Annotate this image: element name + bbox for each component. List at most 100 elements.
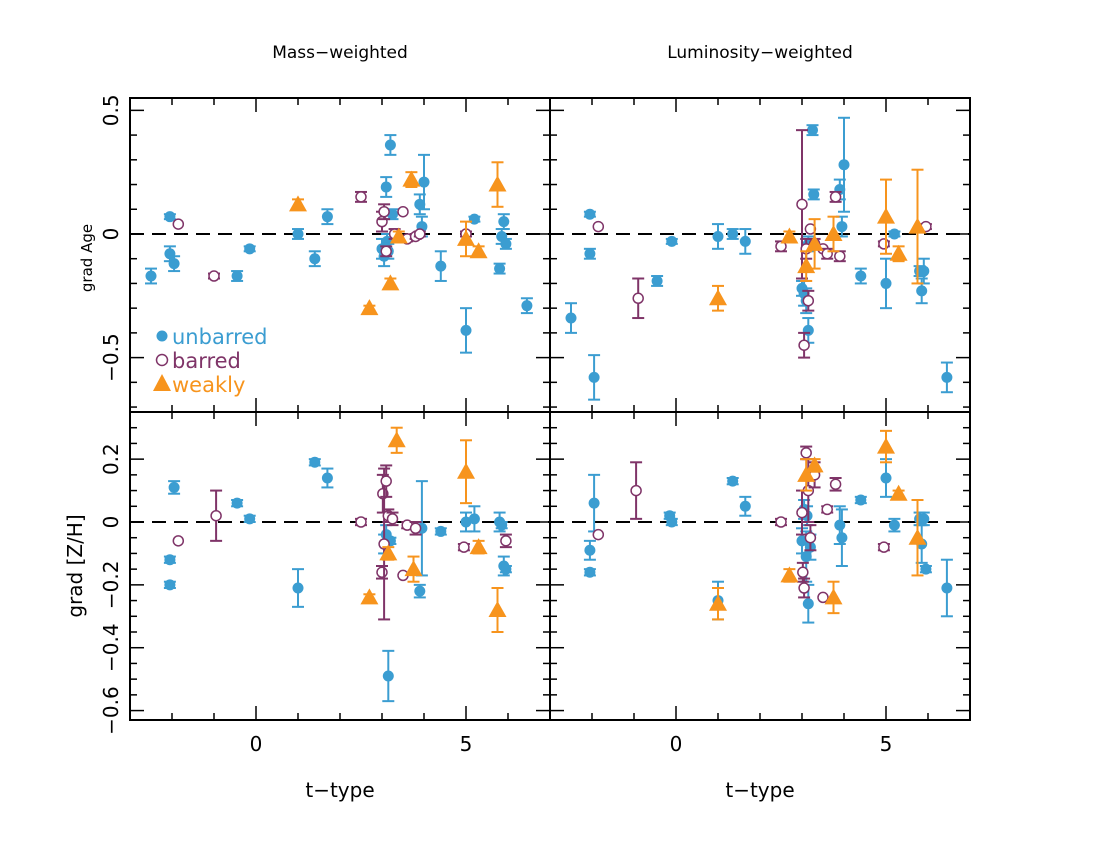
legend-marker-weakly (153, 374, 171, 391)
data-point-barred (796, 561, 809, 583)
data-point-barred (798, 331, 811, 359)
data-point-barred (775, 516, 787, 528)
data-point-barred (817, 591, 829, 604)
y-tick-label: 0 (99, 516, 123, 529)
data-point-unbarred (651, 275, 664, 287)
unbarred-marker (739, 500, 751, 512)
unbarred-marker (414, 585, 426, 597)
data-point-unbarred (588, 354, 601, 401)
weakly-marker (780, 227, 799, 244)
data-point-barred (775, 240, 787, 253)
data-point-weakly (379, 544, 398, 561)
data-point-unbarred (163, 579, 176, 591)
data-point-weakly (360, 299, 379, 316)
data-point-unbarred (739, 228, 752, 255)
data-point-weakly (709, 284, 727, 312)
weakly-marker (360, 299, 379, 316)
data-point-barred (355, 190, 367, 203)
data-point-unbarred (726, 475, 739, 487)
data-point-barred (804, 524, 817, 552)
data-point-barred (378, 203, 391, 221)
unbarred-marker (244, 513, 256, 525)
barred-marker (817, 591, 829, 604)
data-point-weakly (402, 170, 421, 189)
weakly-marker (289, 195, 307, 212)
panel-frame (549, 411, 971, 721)
weakly-marker (457, 462, 475, 479)
unbarred-marker (321, 211, 333, 223)
data-point-weakly (381, 274, 400, 291)
unbarred-marker (494, 263, 506, 275)
y-tick-label: −0.6 (99, 686, 123, 735)
data-point-weakly (709, 587, 727, 621)
data-point-barred (376, 565, 388, 580)
data-point-unbarred (888, 228, 901, 240)
data-point-unbarred (434, 250, 447, 282)
barred-marker (800, 447, 812, 459)
data-point-barred (355, 516, 367, 528)
weakly-marker (797, 465, 816, 482)
data-point-barred (632, 277, 645, 320)
data-point-weakly (805, 218, 824, 270)
data-point-unbarred (384, 134, 397, 156)
weakly-marker (709, 594, 727, 611)
unbarred-marker (380, 181, 392, 193)
data-point-weakly (797, 250, 816, 282)
data-point-unbarred (493, 262, 506, 275)
unbarred-marker (521, 300, 533, 312)
unbarred-marker (802, 598, 814, 610)
barred-marker (409, 522, 422, 535)
data-point-unbarred (321, 467, 334, 489)
unbarred-marker (920, 563, 932, 575)
panel-mass-age: 0.50−0.5 (99, 94, 551, 413)
unbarred-marker (651, 275, 663, 287)
data-point-unbarred (665, 235, 678, 247)
unbarred-marker (836, 221, 848, 233)
data-point-barred (877, 238, 890, 250)
unbarred-marker (807, 124, 818, 136)
legend-marker-barred (155, 353, 169, 367)
unbarred-marker (918, 513, 930, 525)
data-point-barred (802, 289, 815, 312)
data-point-unbarred (163, 211, 176, 223)
y-tick-label: 0 (99, 228, 123, 241)
data-point-unbarred (243, 243, 256, 255)
barred-marker (380, 475, 392, 487)
barred-marker (775, 240, 787, 253)
data-point-weakly (404, 555, 423, 583)
data-point-weakly (824, 215, 843, 253)
data-point-weakly (389, 227, 408, 244)
data-point-unbarred (499, 237, 512, 250)
data-point-barred (397, 205, 409, 218)
unbarred-marker (309, 253, 321, 265)
data-point-weakly (889, 484, 908, 501)
weakly-marker (709, 289, 727, 306)
unbarred-marker (292, 228, 304, 240)
unbarred-marker (460, 324, 472, 336)
column-title-mass-weighted: Mass−weighted (272, 43, 408, 63)
weakly-marker (824, 588, 843, 605)
barred-marker (172, 535, 185, 547)
unbarred-marker (435, 260, 447, 272)
x-tick-label: 5 (880, 732, 893, 756)
weakly-marker (889, 244, 908, 261)
data-point-barred (592, 220, 605, 233)
data-point-unbarred (919, 563, 932, 575)
barred-marker (829, 191, 842, 203)
data-point-unbarred (880, 458, 892, 498)
unbarred-marker (584, 544, 596, 556)
unbarred-marker (834, 519, 846, 531)
barred-marker (380, 245, 392, 258)
data-point-unbarred (434, 525, 447, 537)
data-point-unbarred (726, 228, 739, 240)
unbarred-marker (727, 475, 739, 487)
unbarred-marker (384, 139, 396, 151)
y-tick-label: −0.4 (99, 623, 123, 672)
weakly-marker (780, 566, 799, 583)
weakly-marker (389, 227, 408, 244)
barred-marker (378, 205, 390, 218)
unbarred-marker (588, 371, 600, 383)
barred-marker (172, 218, 185, 230)
